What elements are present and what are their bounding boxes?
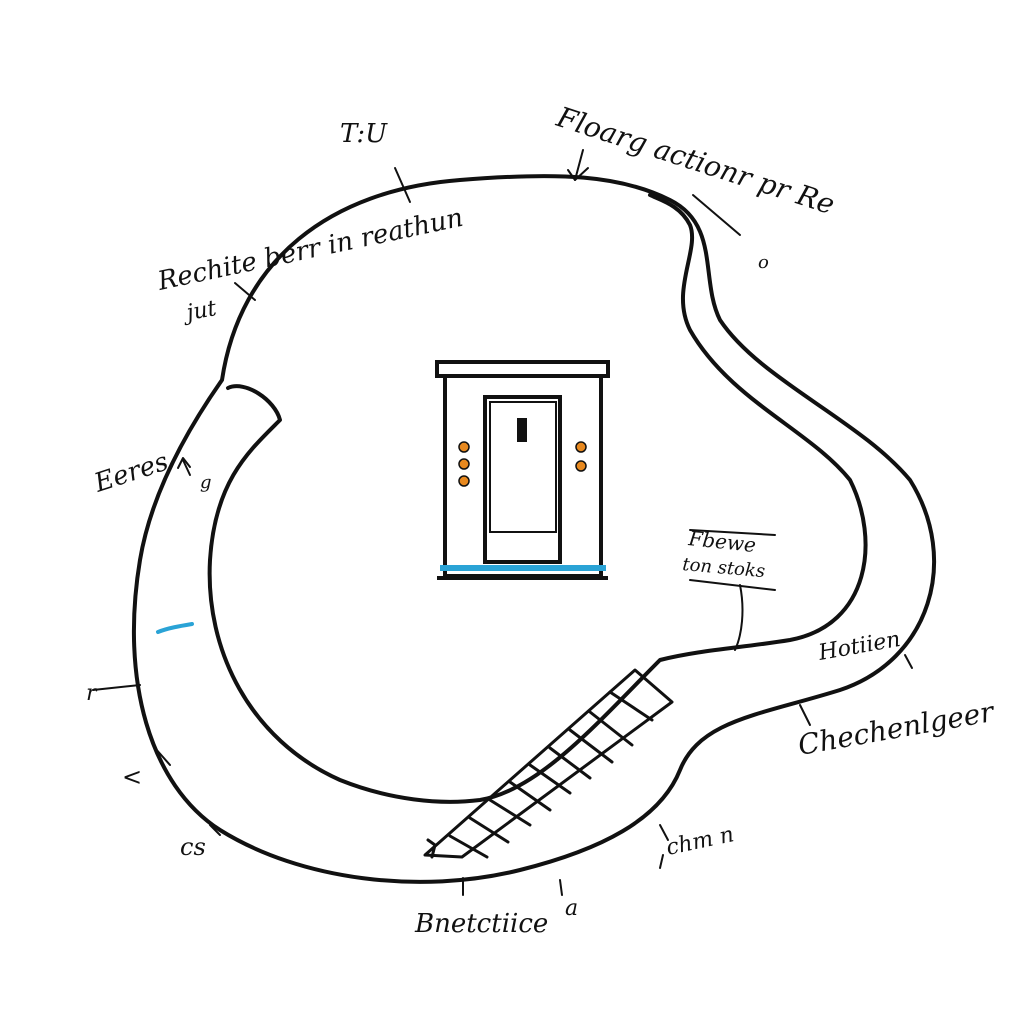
- label-bottom-left: Bnetctiice: [414, 909, 548, 939]
- label-right-note-2: ton stoks: [682, 554, 766, 582]
- leader-lines: [92, 149, 913, 896]
- label-bottom-center: a: [565, 896, 578, 921]
- stairs-icon: [423, 668, 674, 859]
- label-right-note-1: Fbewe: [686, 526, 757, 557]
- door-knob-right-bottom: [575, 460, 587, 472]
- label-top-left-line: Rechite berr in reathun: [154, 203, 466, 297]
- label-left-low: <: [122, 763, 142, 791]
- outer-path-outline: [131, 174, 937, 884]
- label-right-lower: Chechenlgeer: [795, 695, 997, 762]
- door-knob-left-bottom: [458, 475, 470, 487]
- door-icon: [435, 360, 610, 580]
- door-knob-left-mid: [458, 458, 470, 470]
- label-left-small-mark: g: [200, 472, 212, 493]
- label-bottom-right: chm n: [664, 822, 736, 861]
- label-top-right: Floarg actionr pr Re: [552, 100, 839, 221]
- water-mark: [156, 622, 194, 634]
- label-left-bottom: cs: [180, 833, 206, 861]
- door-knob-left-top: [458, 441, 470, 453]
- label-top-tu: T:U: [340, 119, 388, 149]
- label-left-mid: r: [86, 681, 98, 706]
- label-top-right-tail: o: [758, 252, 769, 273]
- door-knob-right-top: [575, 441, 587, 453]
- label-top-left-sub: jut: [180, 296, 219, 327]
